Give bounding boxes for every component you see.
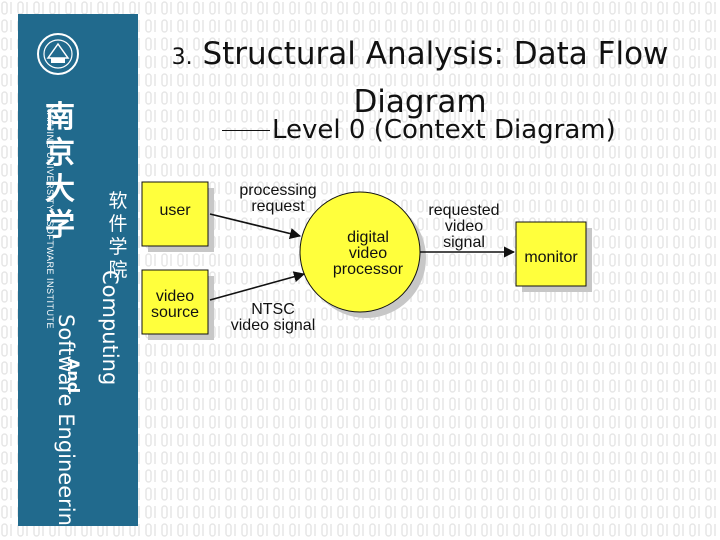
slide-subtitle: Level 0 (Context Diagram) [222, 113, 642, 147]
flow-requested-video-signal-label: requested video signal [428, 202, 500, 251]
em-dash [222, 130, 270, 131]
university-emblem-icon [37, 33, 79, 75]
entity-user-label: user [159, 202, 191, 219]
school-chinese-name: 软件学院 [108, 190, 128, 281]
entity-monitor-box [515, 221, 587, 287]
flow-processing-request-arrow [209, 213, 302, 240]
slide-title-text: Structural Analysis: Data Flow Diagram [202, 36, 669, 120]
process-label: digital video processor [332, 229, 404, 278]
entity-user-box [141, 181, 209, 247]
slide-subtitle-text: Level 0 (Context Diagram) [272, 115, 616, 145]
slide-number: 3. [171, 45, 193, 70]
entity-video-source-box [141, 269, 209, 335]
entity-monitor-label: monitor [524, 249, 578, 266]
flow-processing-request-label: processing request [239, 182, 317, 215]
university-chinese-name: 南京大学 [45, 100, 75, 243]
entity-video-source-label: video source [150, 288, 200, 321]
slide-title: 3. Structural Analysis: Data Flow Diagra… [150, 32, 690, 124]
flow-ntsc-video-signal-arrow [209, 271, 306, 301]
flow-ntsc-video-signal-label: NTSC video signal [230, 301, 316, 334]
sidebar: NANJING UNIVERSITY · SOFTWARE INSTITUTE … [18, 14, 138, 526]
